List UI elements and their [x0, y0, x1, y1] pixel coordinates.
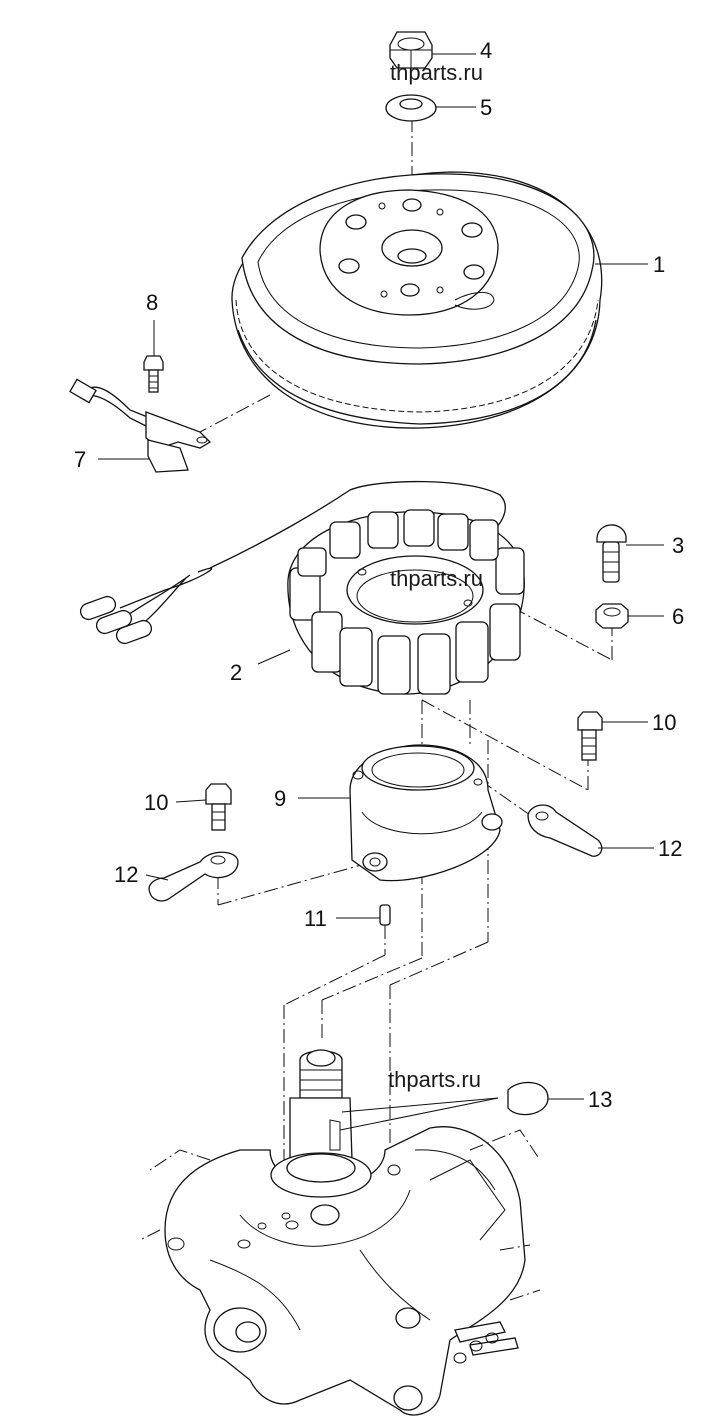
- flywheel-part: [231, 171, 603, 429]
- crankcase-part: [139, 1049, 541, 1416]
- bolt-part-10-right: [577, 711, 603, 761]
- leader-lines: [98, 53, 664, 1131]
- nut-part: [389, 31, 433, 69]
- stator-part: [79, 480, 525, 695]
- callout-10-left: 10: [144, 790, 168, 815]
- callout-12-left: 12: [114, 862, 138, 887]
- pulser-coil-part: [69, 378, 212, 473]
- pin-part-11: [379, 904, 391, 926]
- terminal-part-12-right: [527, 804, 603, 857]
- callout-8: 8: [146, 290, 158, 315]
- callout-7: 7: [74, 447, 86, 472]
- nut-part-6: [595, 603, 629, 629]
- terminal-part-12-left: [148, 851, 239, 902]
- callout-5: 5: [480, 95, 492, 120]
- callout-13: 13: [588, 1087, 612, 1112]
- callout-6: 6: [672, 604, 684, 629]
- watermark-2: thparts.ru: [390, 566, 483, 591]
- watermark-1: thparts.ru: [390, 60, 483, 85]
- callout-9: 9: [274, 786, 286, 811]
- bolt-part-8: [143, 355, 164, 393]
- callout-2: 2: [230, 660, 242, 685]
- callout-10-right: 10: [652, 710, 676, 735]
- key-part-13: [507, 1081, 549, 1116]
- callout-11: 11: [304, 906, 327, 931]
- stator-base-part: [349, 744, 503, 882]
- washer-part: [385, 94, 437, 122]
- callout-4: 4: [480, 38, 492, 63]
- callout-12-right: 12: [658, 836, 682, 861]
- watermark-3: thparts.ru: [388, 1067, 481, 1092]
- callout-3: 3: [672, 533, 684, 558]
- bolt-part-10-left: [205, 783, 232, 831]
- screw-part-3: [596, 524, 627, 583]
- callout-1: 1: [653, 252, 665, 277]
